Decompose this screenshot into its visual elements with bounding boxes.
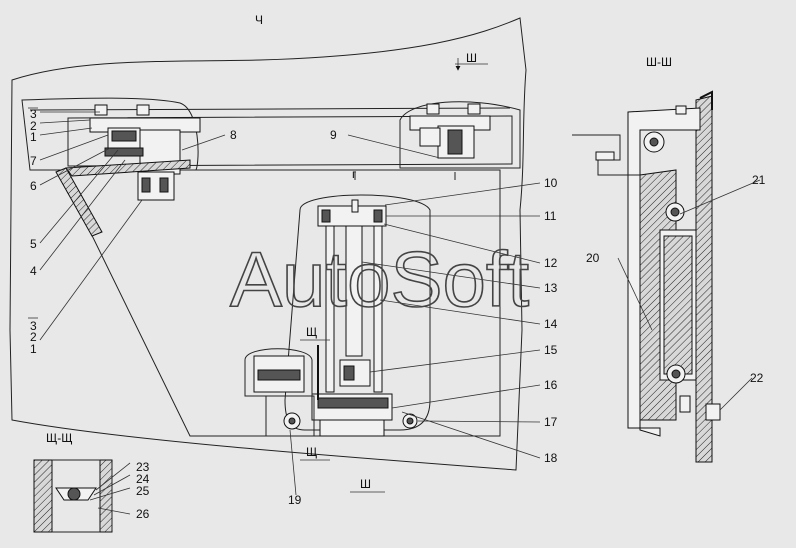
callout-4: 4 (30, 264, 37, 278)
section-mark-sh-top: Ш (466, 51, 477, 65)
callout-14: 14 (544, 317, 558, 331)
callout-9: 9 (330, 128, 337, 142)
leader-lines (28, 107, 761, 515)
callout-16: 16 (544, 378, 558, 392)
callout-24: 24 (136, 472, 150, 486)
section-mark-g: г (352, 167, 357, 181)
callout-1b: 1 (30, 342, 37, 356)
callout-2b: 2 (30, 330, 37, 344)
section-mark-sh-bottom: Ш (360, 477, 371, 491)
callout-13: 13 (544, 281, 558, 295)
section-marks: Ш Щ Щ Ш г (300, 51, 488, 493)
callout-17: 17 (544, 415, 558, 429)
section-shch-title: Щ-Щ (46, 431, 73, 445)
callout-6: 6 (30, 179, 37, 193)
callout-8: 8 (230, 128, 237, 142)
section-mark-shch-top: Щ (306, 325, 317, 339)
callout-26: 26 (136, 507, 150, 521)
callout-7: 7 (30, 154, 37, 168)
callout-19: 19 (288, 493, 302, 507)
callout-20: 20 (586, 251, 600, 265)
callout-3b: 3 (30, 319, 37, 333)
section-sh-sh (572, 90, 721, 463)
callout-18: 18 (544, 451, 558, 465)
section-shch-shch (33, 459, 113, 533)
callout-21: 21 (752, 173, 766, 187)
callout-12: 12 (544, 256, 558, 270)
callout-22: 22 (750, 371, 764, 385)
callout-25: 25 (136, 484, 150, 498)
callout-3: 3 (30, 107, 37, 121)
section-sh-title: Ш-Ш (646, 55, 672, 69)
callout-5: 5 (30, 237, 37, 251)
main-view (9, 17, 527, 471)
callout-labels: 1 2 3 4 5 6 7 8 9 10 11 12 13 14 15 16 1… (30, 107, 766, 521)
main-view-title: Ч (255, 13, 263, 27)
callout-23: 23 (136, 460, 150, 474)
callout-15: 15 (544, 343, 558, 357)
watermark: AutoSoft (230, 235, 530, 323)
callout-10: 10 (544, 176, 558, 190)
callout-11: 11 (544, 209, 557, 223)
section-mark-shch-bottom: Щ (306, 445, 317, 459)
callout-2: 2 (30, 119, 37, 133)
callout-1: 1 (30, 130, 37, 144)
